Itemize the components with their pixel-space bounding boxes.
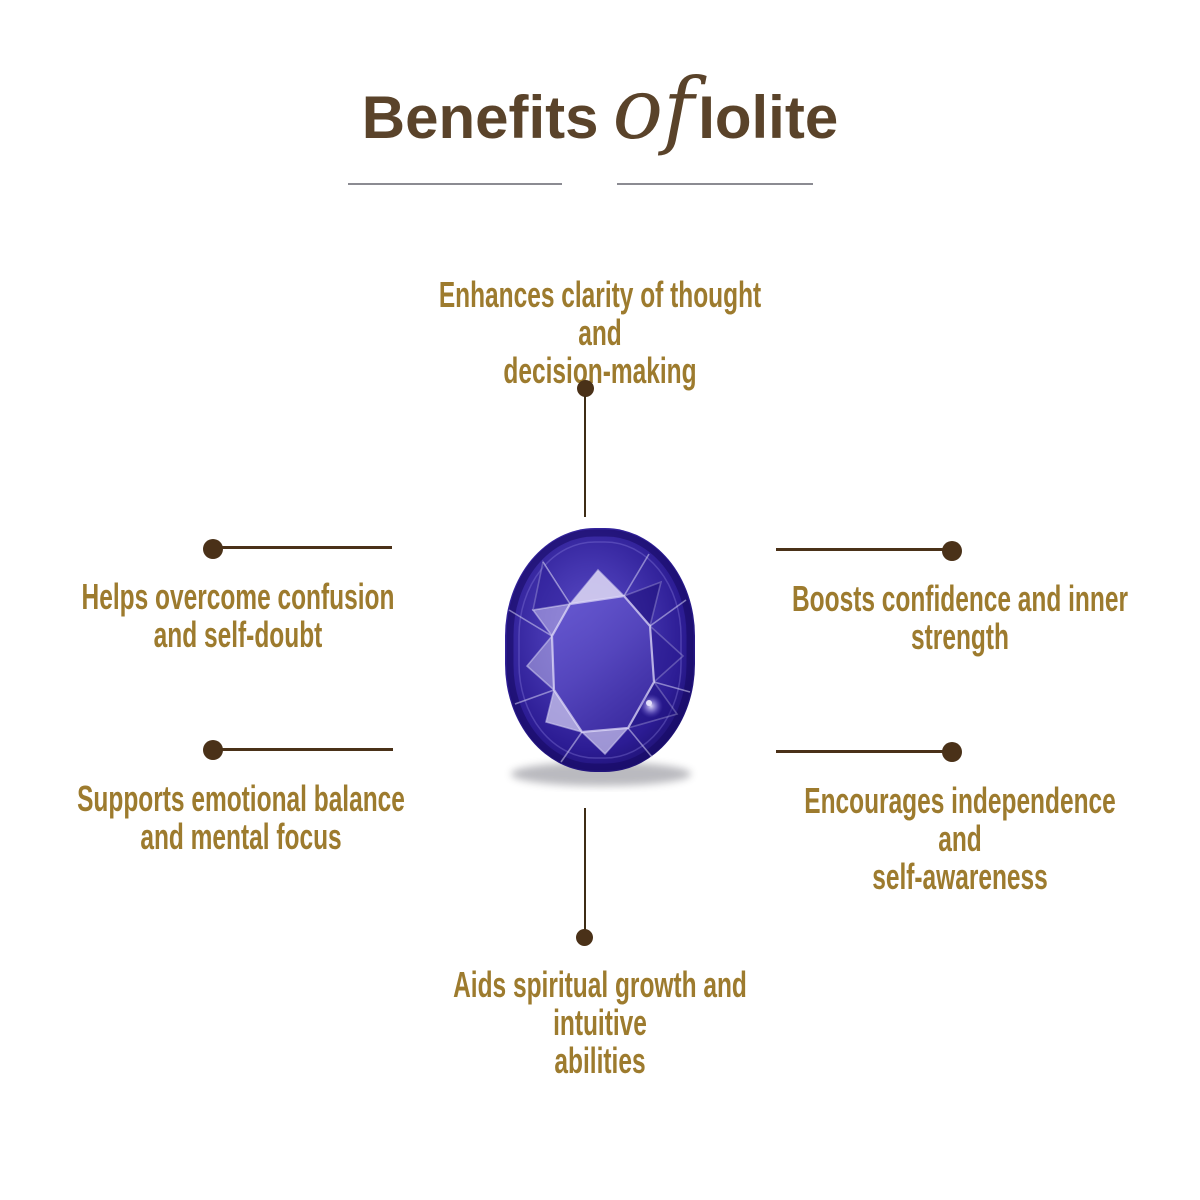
benefit-bottom-line2: abilities <box>554 1040 646 1081</box>
connector-dot-top <box>577 380 594 397</box>
gem-highlight-core <box>646 700 652 706</box>
connector-dot-left-lower <box>203 740 223 760</box>
benefit-right-upper-line2: strength <box>911 616 1009 657</box>
benefit-left-lower-line1: Supports emotional balance <box>77 778 405 819</box>
connector-line-right-lower <box>776 750 944 753</box>
benefit-top-line2: decision-making <box>503 350 697 391</box>
benefit-label-right-lower: Encourages independence and self-awarene… <box>783 782 1137 896</box>
connector-line-left-lower <box>220 748 393 751</box>
benefit-right-lower-line1: Encourages independence and <box>804 780 1116 859</box>
benefit-label-top: Enhances clarity of thought and decision… <box>423 276 777 390</box>
benefit-right-upper-line1: Boosts confidence and inner <box>792 578 1128 619</box>
benefit-top-line1: Enhances clarity of thought and <box>438 274 762 353</box>
benefit-left-upper-line1: Helps overcome confusion <box>81 576 395 617</box>
connector-line-bottom <box>584 808 586 930</box>
title-word-iolite: Iolite <box>698 84 839 151</box>
title-underline-right <box>617 183 813 185</box>
connector-line-right-upper <box>776 548 944 551</box>
connector-line-top <box>584 396 586 517</box>
benefit-left-upper-line2: and self-doubt <box>153 614 323 655</box>
iolite-gem-svg <box>505 528 695 786</box>
benefit-label-left-lower: Supports emotional balance and mental fo… <box>64 780 418 856</box>
benefit-label-right-upper: Boosts confidence and inner strength <box>783 580 1137 656</box>
title-underline-left <box>348 183 562 185</box>
connector-dot-bottom <box>576 929 593 946</box>
connector-dot-right-lower <box>942 742 962 762</box>
connector-dot-left-upper <box>203 539 223 559</box>
gem-highlight <box>639 694 663 718</box>
connector-line-left-upper <box>220 546 392 549</box>
connector-dot-right-upper <box>942 541 962 561</box>
title-word-of: of <box>612 60 695 158</box>
iolite-gem-image <box>499 524 701 792</box>
benefit-bottom-line1: Aids spiritual growth and intuitive <box>453 964 747 1043</box>
benefit-left-lower-line2: and mental focus <box>140 816 342 857</box>
page-title: Benefits of Iolite <box>0 60 1200 158</box>
title-word-benefits: Benefits <box>361 84 599 151</box>
benefit-label-left-upper: Helps overcome confusion and self-doubt <box>61 578 415 654</box>
gem-shadow <box>511 762 691 786</box>
benefit-right-lower-line2: self-awareness <box>872 856 1048 897</box>
benefit-label-bottom: Aids spiritual growth and intuitive abil… <box>423 966 777 1080</box>
